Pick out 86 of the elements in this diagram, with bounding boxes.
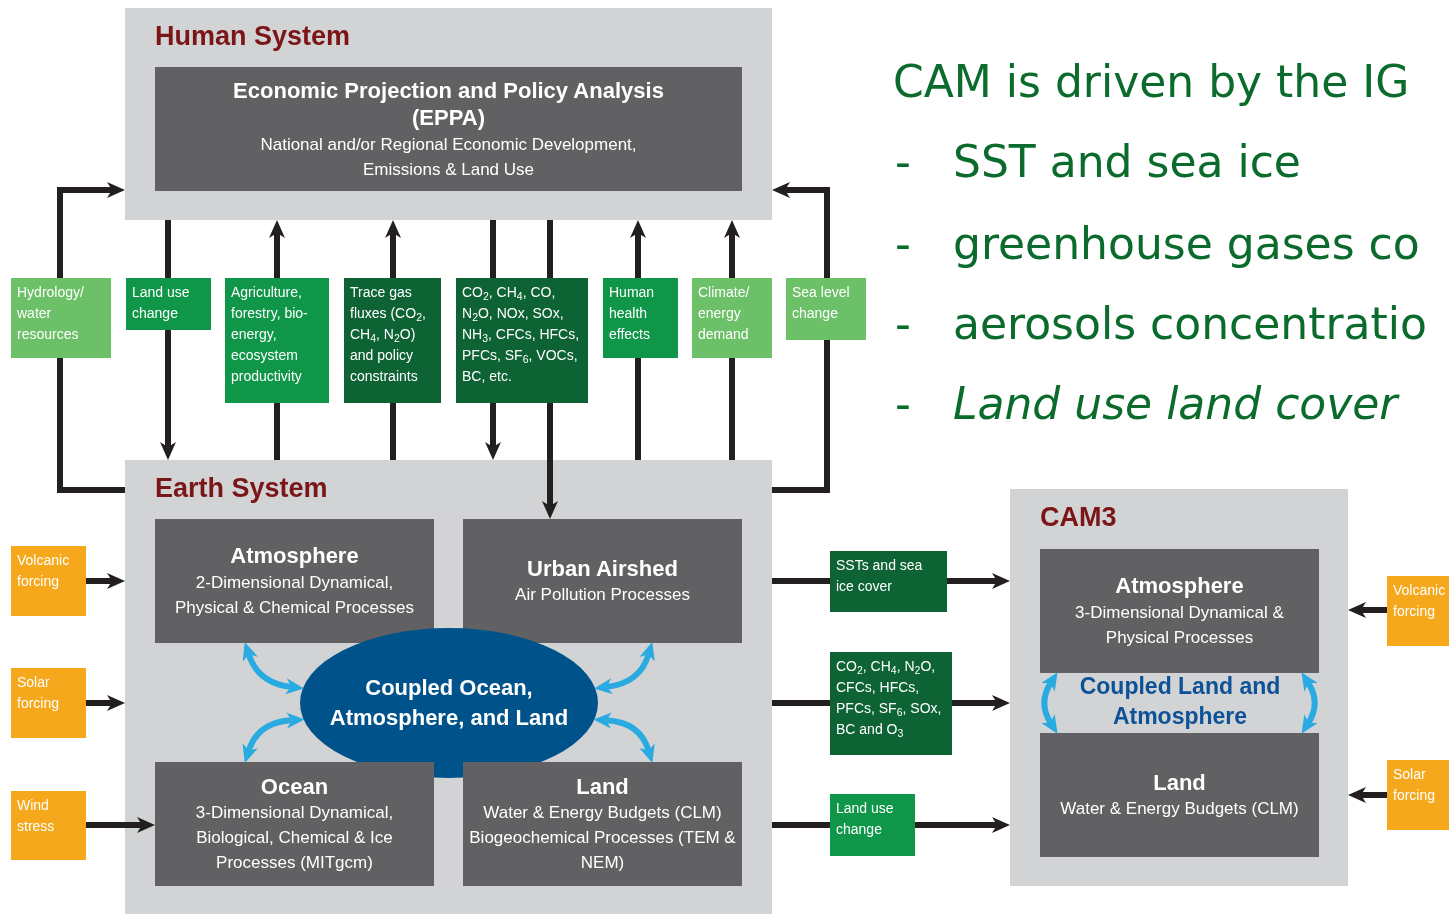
panel-title: Human System bbox=[155, 20, 351, 53]
arrow bbox=[952, 695, 1010, 711]
system-panel bbox=[125, 8, 772, 220]
arrow bbox=[593, 712, 655, 763]
flow-label-box: Human health effects bbox=[603, 278, 678, 358]
arrow bbox=[724, 220, 740, 278]
model-title: Atmosphere bbox=[1115, 572, 1244, 600]
arrow bbox=[1041, 671, 1058, 735]
model-description: Water & Energy Budgets (CLM) bbox=[1060, 798, 1299, 821]
flow-label-box: Wind stress bbox=[11, 791, 86, 860]
flow-label-box: Volcanic forcing bbox=[11, 546, 86, 616]
flow-label-box: SSTs and sea ice cover bbox=[830, 551, 947, 612]
model-box bbox=[463, 762, 742, 886]
bullet-text: SST and sea ice bbox=[953, 140, 1301, 184]
flow-label-box: CO$_{2}$, CH$_{4}$, CO, N$_{2}$O, NOx, SOx, NH$_{3}$, CFCs, HFCs, PFCs, SF$_{6}$, VOCs, BC, etc. bbox=[456, 278, 588, 403]
model-box bbox=[1040, 549, 1319, 673]
connector-line bbox=[772, 822, 830, 828]
arrow bbox=[86, 695, 125, 711]
system-panel bbox=[1010, 489, 1348, 886]
connector-line bbox=[390, 403, 396, 460]
system-panel bbox=[125, 460, 772, 914]
arrow bbox=[86, 817, 155, 833]
arrow bbox=[269, 220, 285, 278]
arrow bbox=[385, 220, 401, 278]
arrow bbox=[243, 712, 305, 763]
model-title: Atmosphere bbox=[230, 542, 359, 570]
arrow bbox=[160, 330, 176, 460]
model-box bbox=[155, 762, 434, 886]
connector-line bbox=[57, 358, 125, 493]
model-description: 3-Dimensional Dynamical, Biological, Chemical & Ice Processes (MITgcm) bbox=[194, 802, 395, 875]
model-box bbox=[155, 67, 742, 191]
model-description: Air Pollution Processes bbox=[515, 584, 690, 607]
model-description: 2-Dimensional Dynamical, Physical & Chemical Processes bbox=[174, 571, 415, 619]
bullet-dash: - bbox=[895, 222, 911, 266]
arrow bbox=[772, 182, 830, 278]
coupling-label: Coupled Land and Atmosphere bbox=[1078, 672, 1282, 731]
arrow bbox=[1348, 787, 1387, 803]
bullet-text: aerosols concentratio bbox=[953, 302, 1427, 346]
arrow bbox=[630, 220, 646, 278]
arrow bbox=[57, 182, 125, 278]
arrow bbox=[86, 573, 125, 589]
bullet-text: greenhouse gases co bbox=[953, 222, 1420, 266]
model-description: National and/or Regional Economic Development, Emissions & Land Use bbox=[259, 133, 638, 181]
model-title: Urban Airshed bbox=[527, 554, 678, 583]
bullet-dash: - bbox=[895, 382, 911, 426]
flow-label-box: Solar forcing bbox=[1387, 760, 1449, 830]
arrow bbox=[242, 642, 304, 695]
heading-text: CAM is driven by the IG bbox=[893, 60, 1410, 104]
arrow bbox=[1301, 671, 1318, 735]
connector-line bbox=[490, 220, 496, 278]
flow-label-box: Volcanic forcing bbox=[1387, 576, 1449, 646]
model-description: 3-Dimensional Dynamical & Physical Processes bbox=[1074, 601, 1285, 649]
connector-line bbox=[729, 358, 735, 460]
connector-line bbox=[772, 578, 830, 584]
flow-label-box: Trace gas fluxes (CO$_{2}$, CH$_{4}$, N$_{2}$O) and policy constraints bbox=[344, 278, 441, 403]
bullet-dash: - bbox=[895, 140, 911, 184]
arrow bbox=[947, 573, 1010, 589]
model-title: Economic Projection and Policy Analysis (EPPA) bbox=[232, 76, 665, 132]
flow-label-box: Solar forcing bbox=[11, 668, 86, 738]
panel-title: CAM3 bbox=[1040, 501, 1117, 534]
connector-line bbox=[165, 220, 171, 278]
model-box bbox=[463, 519, 742, 643]
arrow bbox=[1348, 602, 1387, 618]
arrow bbox=[594, 642, 655, 695]
connector-line bbox=[274, 403, 280, 460]
connector-line bbox=[772, 340, 830, 493]
flow-label-box: Sea level change bbox=[786, 278, 866, 340]
connector-line bbox=[635, 358, 641, 460]
flow-label-box: Land use change bbox=[126, 278, 211, 330]
flow-label-box: Hydrology/ water resources bbox=[11, 278, 111, 358]
model-description: Water & Energy Budgets (CLM) Biogeochemical Processes (TEM & NEM) bbox=[468, 802, 737, 875]
bullet-dash: - bbox=[895, 302, 911, 346]
flow-label-box: CO$_{2}$, CH$_{4}$, N$_{2}$O, CFCs, HFCs, PFCs, SF$_{6}$, SOx, BC and O$_{3}$ bbox=[830, 652, 952, 755]
flow-label-box: Climate/ energy demand bbox=[692, 278, 772, 358]
panel-title: Earth System bbox=[155, 472, 328, 505]
model-box bbox=[1040, 733, 1319, 857]
bullet-text: Land use land cover bbox=[953, 382, 1398, 426]
flow-label-box: Agriculture, forestry, bio-energy, ecosystem productivity bbox=[225, 278, 329, 403]
arrow bbox=[542, 403, 558, 519]
arrow bbox=[485, 403, 501, 460]
arrow bbox=[915, 817, 1010, 833]
connector-line bbox=[547, 220, 553, 278]
flow-label-box: Land use change bbox=[830, 794, 915, 856]
model-title: Land bbox=[1153, 768, 1206, 797]
model-box bbox=[155, 519, 434, 643]
connector-line bbox=[772, 700, 830, 706]
